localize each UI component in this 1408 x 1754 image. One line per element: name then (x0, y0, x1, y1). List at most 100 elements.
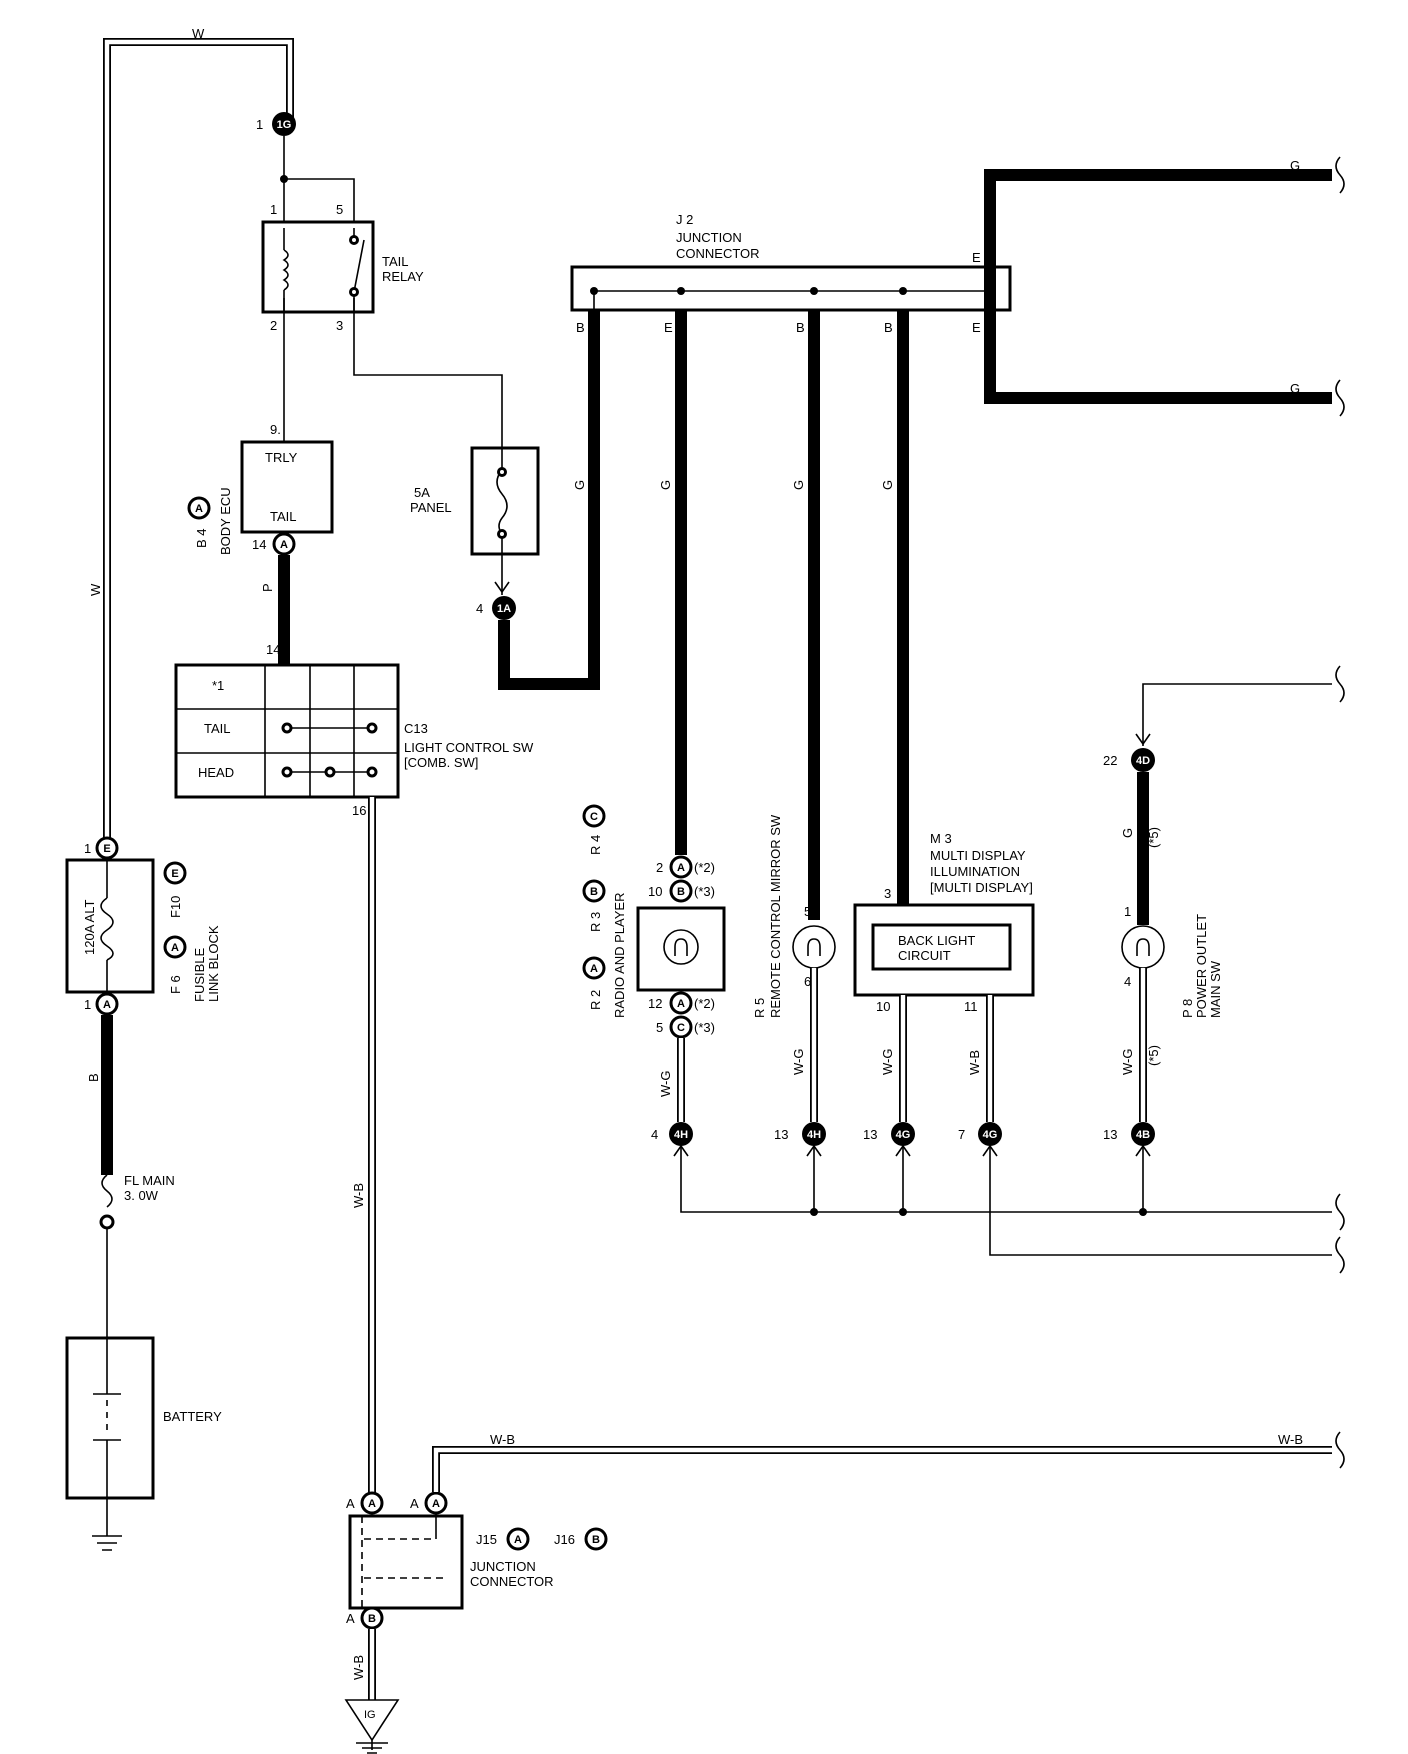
wire-label-wb-top1: W-B (490, 1432, 515, 1447)
j15-pin-a2: A (410, 1496, 419, 1511)
wire-label-w-top: W (192, 26, 205, 41)
bottom-conn-4: 4B (1131, 1122, 1155, 1146)
battery-label: BATTERY (163, 1409, 222, 1424)
panel-fuse-name: PANEL (410, 500, 452, 515)
body-ecu-tail: TAIL (270, 509, 297, 524)
svg-text:A: A (590, 963, 598, 975)
fl-main-name: FL MAIN (124, 1173, 175, 1188)
bottom-conn-3: 4G (978, 1122, 1002, 1146)
wire-label-g-panel: G (572, 480, 587, 490)
j15-letter2: B (584, 1527, 608, 1551)
tail-relay (261, 220, 375, 314)
svg-text:A: A (103, 999, 111, 1011)
radio-codes: C R 4 B R 3 A R 2 RADIO AND PLAYER (582, 804, 627, 1018)
wire-label-g-power-note: (*5) (1146, 827, 1161, 848)
fusible-link-block (65, 858, 155, 994)
wire-label-wg-power: W-G (1120, 1049, 1135, 1075)
wire-label-g-multi: G (880, 480, 895, 490)
j15-pin-b: A (346, 1611, 355, 1626)
wire-label-g-mirror: G (791, 480, 806, 490)
wire-label-g-power: G (1120, 828, 1135, 838)
svg-text:R 2: R 2 (588, 990, 603, 1010)
svg-text:F 6: F 6 (168, 975, 183, 994)
wire-label-g-right-bottom: G (1290, 381, 1300, 396)
light-sw-row1: *1 (212, 678, 224, 693)
radio-and-player (636, 906, 726, 992)
power-pin22: 22 (1103, 753, 1117, 768)
tail-relay-pin3: 3 (336, 318, 343, 333)
radio-n2: (*3) (694, 884, 715, 899)
j2-pin-b2: B (796, 320, 805, 335)
svg-text:C: C (677, 1022, 685, 1034)
multi-pin11: 11 (964, 999, 978, 1014)
light-sw-pin14: 14 (266, 642, 280, 657)
power-name2: MAIN SW (1208, 960, 1223, 1018)
radio-p3: 12 (648, 996, 662, 1011)
j15-name1: JUNCTION (470, 1559, 536, 1574)
light-sw-code: C13 (404, 721, 428, 736)
battery (65, 1336, 155, 1551)
light-control-switch (174, 663, 400, 799)
fusible-pin-bottom: 1 (84, 997, 91, 1012)
bottom-conn-1-pin: 13 (774, 1127, 788, 1142)
svg-text:A: A (171, 942, 179, 954)
connector-1g-pin: 1 (256, 117, 263, 132)
svg-text:A: A (677, 862, 685, 874)
ground-ig (344, 1699, 400, 1754)
j2-pin-b3: B (884, 320, 893, 335)
svg-text:B 4: B 4 (194, 528, 209, 548)
tail-relay-pin5: 5 (336, 202, 343, 217)
j15-letter1: A (506, 1527, 530, 1551)
svg-text:A: A (514, 1534, 522, 1546)
connector-1a-pin: 4 (476, 601, 483, 616)
mirror-pin-bottom: 6 (804, 974, 811, 989)
svg-text:A: A (368, 1498, 376, 1510)
j15-pin-a1: A (346, 1496, 355, 1511)
body-ecu-trly: TRLY (265, 450, 298, 465)
svg-text:C: C (590, 811, 598, 823)
body-ecu (240, 440, 334, 534)
svg-text:E: E (103, 843, 110, 855)
radio-connectors-bottom: A C (669, 991, 693, 1039)
radio-p2: 10 (648, 884, 662, 899)
multi-name2: ILLUMINATION (930, 864, 1020, 879)
svg-text:1A: 1A (497, 603, 511, 615)
wire-wb-right (432, 1446, 1332, 1492)
wire-label-g-radio: G (658, 480, 673, 490)
svg-text:4H: 4H (807, 1129, 821, 1141)
wire-label-b: B (86, 1073, 101, 1082)
light-sw-name1: LIGHT CONTROL SW (404, 740, 534, 755)
svg-text:4G: 4G (983, 1129, 998, 1141)
radio-p4: 5 (656, 1020, 663, 1035)
fl-main-fuse (99, 1174, 115, 1338)
wire-label-p: P (260, 583, 275, 592)
wire-label-wg-radio: W-G (658, 1071, 673, 1097)
svg-text:A: A (432, 1498, 440, 1510)
j2-name1: JUNCTION (676, 230, 742, 245)
wire-label-wb-multi: W-B (967, 1050, 982, 1075)
bottom-conn-2-pin: 13 (863, 1127, 877, 1142)
bottom-conn-0-pin: 4 (651, 1127, 658, 1142)
multi-name1: MULTI DISPLAY (930, 848, 1026, 863)
j2-name2: CONNECTOR (676, 246, 760, 261)
light-sw-row2: TAIL (204, 721, 231, 736)
wire-label-wg-power-note: (*5) (1146, 1045, 1161, 1066)
radio-p1: 2 (656, 860, 663, 875)
light-sw-row3: HEAD (198, 765, 234, 780)
bottom-conn-4-pin: 13 (1103, 1127, 1117, 1142)
svg-text:4B: 4B (1136, 1129, 1150, 1141)
bottom-conn-3-pin: 7 (958, 1127, 965, 1142)
connector-4d: 4D (1131, 748, 1155, 772)
mirror-code: R 5 (752, 998, 767, 1018)
j15-name2: CONNECTOR (470, 1574, 554, 1589)
body-ecu-connector: A (272, 532, 296, 556)
wire-label-w-left: W (88, 583, 103, 596)
wire-label-wg-mirror: W-G (791, 1049, 806, 1075)
j2-pin-e3: E (972, 320, 981, 335)
svg-text:B: B (368, 1613, 376, 1625)
svg-text:LINK BLOCK: LINK BLOCK (206, 925, 221, 1002)
radio-n4: (*3) (694, 1020, 715, 1035)
tail-relay-label2: RELAY (382, 269, 424, 284)
svg-text:1G: 1G (277, 119, 292, 131)
multi-display (853, 903, 1035, 997)
